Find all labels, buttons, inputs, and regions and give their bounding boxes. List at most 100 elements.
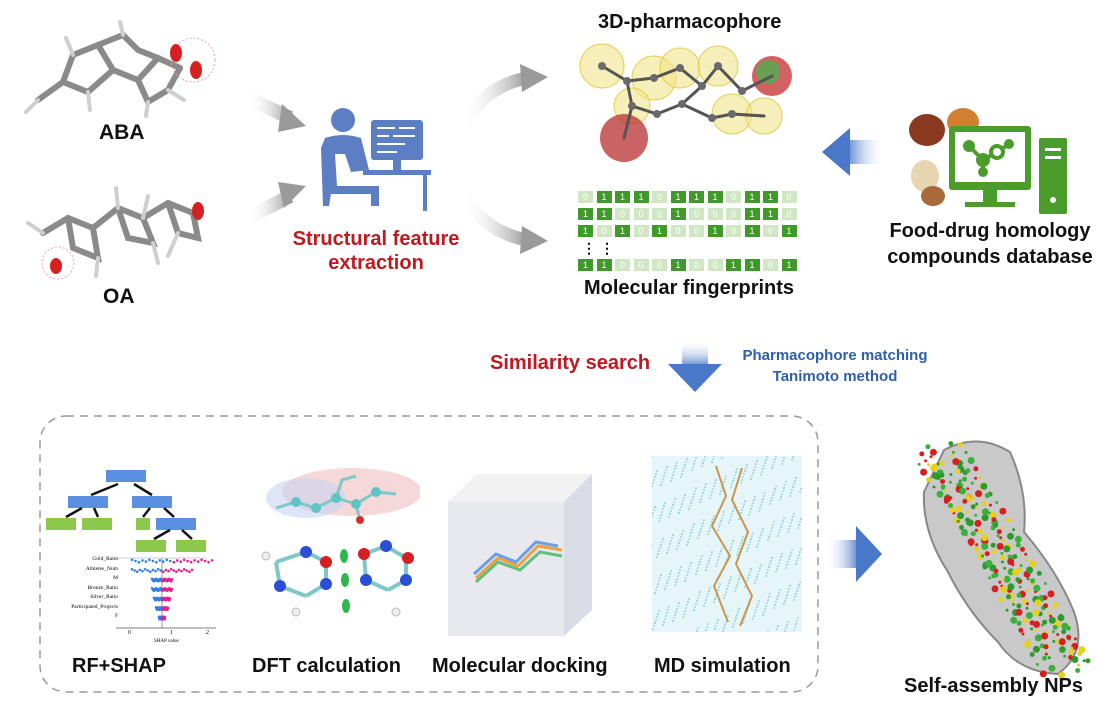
water-molecule — [779, 529, 781, 531]
water-molecule — [782, 520, 784, 522]
shap-axis-label: SHAP value — [154, 639, 179, 644]
water-molecule — [750, 538, 752, 540]
water-molecule — [773, 461, 775, 463]
water-molecule — [717, 559, 719, 561]
water-molecule — [720, 520, 722, 522]
water-molecule — [659, 517, 661, 519]
water-molecule — [732, 626, 734, 628]
water-molecule — [679, 509, 681, 511]
np-atom — [936, 490, 944, 498]
np-atom — [1003, 545, 1011, 553]
np-atom — [1025, 612, 1033, 619]
np-atom — [1058, 671, 1066, 679]
water-molecule — [798, 554, 800, 556]
water-molecule — [780, 556, 782, 558]
water-molecule — [724, 624, 726, 626]
water-molecule — [791, 519, 793, 521]
water-molecule — [691, 469, 693, 471]
water-molecule — [799, 491, 801, 493]
np-atom — [1001, 577, 1005, 581]
shap-point — [186, 559, 189, 563]
water-molecule — [701, 465, 703, 467]
water-molecule — [652, 485, 653, 487]
np-atom — [1024, 558, 1028, 561]
water-molecule — [671, 507, 673, 509]
water-molecule — [740, 512, 742, 514]
water-molecule — [752, 618, 754, 620]
water-molecule — [711, 491, 713, 493]
water-molecule — [743, 473, 745, 475]
np-atom — [1006, 517, 1011, 523]
shap-point — [135, 570, 139, 573]
water-molecule — [706, 626, 708, 628]
water-molecule — [664, 588, 666, 590]
np-atom — [1052, 624, 1058, 630]
water-molecule — [661, 541, 663, 543]
shap-feature-label: F — [114, 613, 118, 619]
shap-point — [166, 606, 170, 610]
water-molecule — [734, 590, 736, 592]
np-atom — [970, 481, 974, 485]
water-molecule — [680, 506, 682, 508]
water-molecule — [668, 606, 670, 608]
np-atom — [1030, 627, 1034, 631]
np-atom — [1012, 554, 1018, 560]
oa-label: OA — [103, 285, 135, 308]
arrow-to-pharmacophore — [456, 64, 548, 133]
np-atom — [962, 498, 968, 504]
water-molecule — [701, 555, 703, 557]
water-molecule — [678, 512, 680, 514]
water-molecule — [719, 583, 721, 585]
water-molecule — [758, 600, 760, 602]
shap-point — [144, 560, 148, 563]
water-molecule — [786, 624, 788, 626]
water-molecule — [681, 473, 683, 475]
fingerprint-bit: 1 — [578, 259, 593, 271]
np-atom — [941, 486, 944, 490]
water-molecule — [662, 538, 664, 540]
water-molecule — [680, 536, 682, 538]
water-molecule — [767, 569, 769, 571]
water-molecule — [694, 606, 696, 608]
np-atom — [1000, 526, 1004, 530]
fingerprint-bit: 0 — [726, 225, 741, 237]
shap-point — [155, 560, 158, 564]
docking-label: Molecular docking — [432, 655, 608, 677]
water-molecule — [775, 571, 777, 573]
fingerprint-bit: 1 — [707, 191, 723, 203]
water-molecule — [673, 501, 675, 503]
water-molecule — [789, 555, 791, 557]
water-molecule — [747, 547, 749, 549]
np-atom — [939, 472, 945, 478]
water-molecule — [693, 609, 695, 611]
np-atom — [957, 442, 963, 448]
fingerprint-bit: 0 — [652, 191, 667, 203]
water-molecule — [654, 506, 656, 508]
water-molecule — [717, 589, 719, 591]
water-molecule — [778, 592, 780, 594]
np-atom — [1023, 640, 1031, 648]
water-molecule — [718, 586, 720, 588]
water-molecule — [691, 499, 693, 501]
water-molecule — [655, 473, 657, 475]
np-atom — [955, 505, 963, 513]
water-molecule — [702, 522, 704, 524]
database-computer-icon — [909, 108, 1067, 214]
np-atom — [974, 546, 980, 552]
water-molecule — [770, 530, 772, 532]
fingerprint-bit: 1 — [670, 208, 686, 220]
water-molecule — [668, 516, 670, 518]
fingerprint-bit: 1 — [596, 259, 612, 271]
water-molecule — [667, 609, 669, 611]
water-molecule — [756, 606, 758, 608]
water-molecule — [719, 553, 721, 555]
np-atom — [1029, 620, 1035, 626]
shap-point — [190, 568, 194, 572]
water-molecule — [735, 617, 737, 619]
water-molecule — [677, 605, 679, 607]
water-molecule — [694, 460, 696, 462]
shap-point — [154, 569, 157, 573]
fingerprint-bit: 0 — [652, 259, 667, 271]
water-molecule — [758, 570, 760, 572]
